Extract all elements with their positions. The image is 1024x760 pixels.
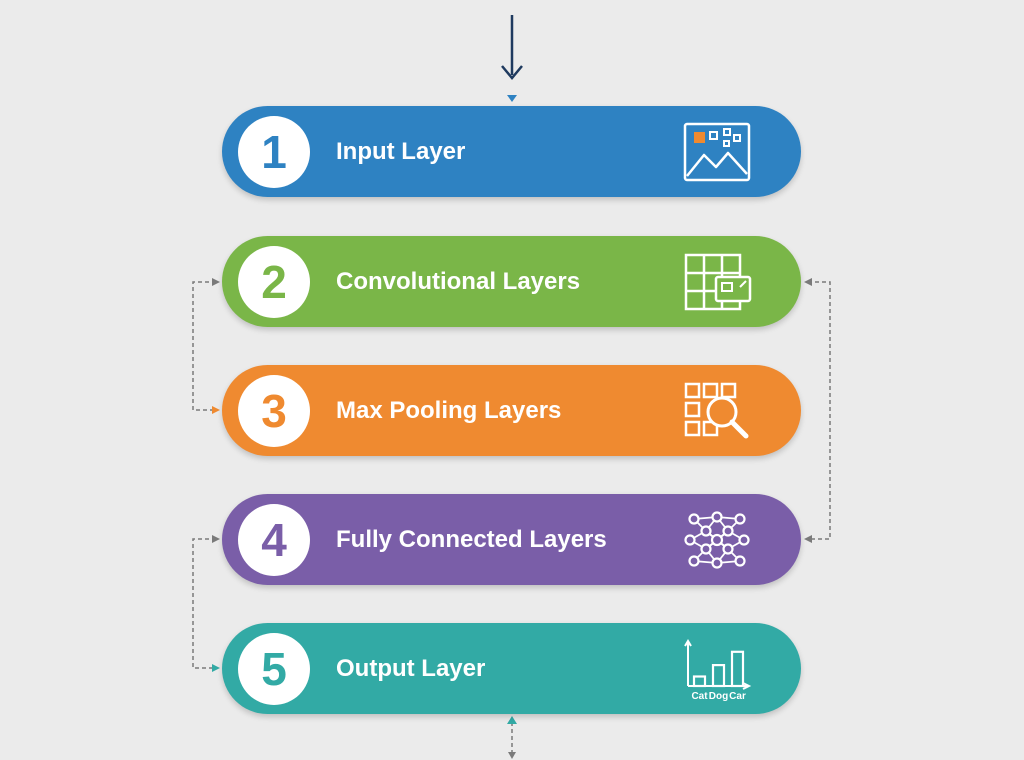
grid-feature-map-icon: [684, 253, 752, 311]
layer-label: Output Layer: [336, 655, 486, 682]
layer-label: Convolutional Layers: [336, 268, 581, 295]
layer-number-badge: 1: [238, 115, 310, 188]
layer-2-convolutional: 2 Convolutional Layers: [222, 236, 801, 327]
input-small-triangle: [507, 95, 517, 102]
image-icon: [683, 122, 751, 182]
layer-3-max-pooling: 3 Max Pooling Layers: [222, 365, 801, 456]
left-arrowhead-4: [212, 535, 220, 543]
chart-bar-dog: [711, 664, 726, 688]
layer-label: Input Layer: [336, 138, 466, 165]
layer-number-badge: 4: [238, 503, 310, 576]
neural-network-icon: [684, 511, 750, 569]
layer-number-badge: 3: [238, 374, 310, 447]
left-arrowhead-3: [212, 406, 220, 414]
layer-number-badge: 2: [238, 245, 310, 318]
input-arrow-head: [501, 65, 523, 80]
left-arrowhead-2: [212, 278, 220, 286]
chart-tick-label-car: Car: [729, 691, 746, 702]
chart-x-axis-arrow: [742, 682, 752, 690]
layer-label: Fully Connected Layers: [336, 526, 607, 553]
left-connector-2-3: [192, 281, 216, 411]
chart-tick-label-cat: Cat: [691, 691, 708, 702]
left-connector-4-5: [192, 538, 216, 669]
right-arrowhead-2: [804, 278, 812, 286]
layer-4-fully-connected: 4 Fully Connected Layers: [222, 494, 801, 585]
layer-label: Max Pooling Layers: [336, 397, 562, 424]
chart-bar-cat: [692, 675, 707, 688]
right-connector-2-4: [808, 281, 831, 540]
grid-magnifier-icon: [684, 382, 749, 439]
chart-bar-car: [730, 650, 745, 688]
right-arrowhead-4: [804, 535, 812, 543]
bottom-arrowhead-up: [507, 716, 517, 724]
bottom-arrowhead-down: [508, 752, 516, 759]
left-arrowhead-5: [212, 664, 220, 672]
chart-tick-label-dog: Dog: [709, 691, 728, 702]
chart-y-axis-arrow: [684, 639, 692, 647]
layer-1-input: 1 Input Layer: [222, 106, 801, 197]
layer-number-badge: 5: [238, 632, 310, 705]
